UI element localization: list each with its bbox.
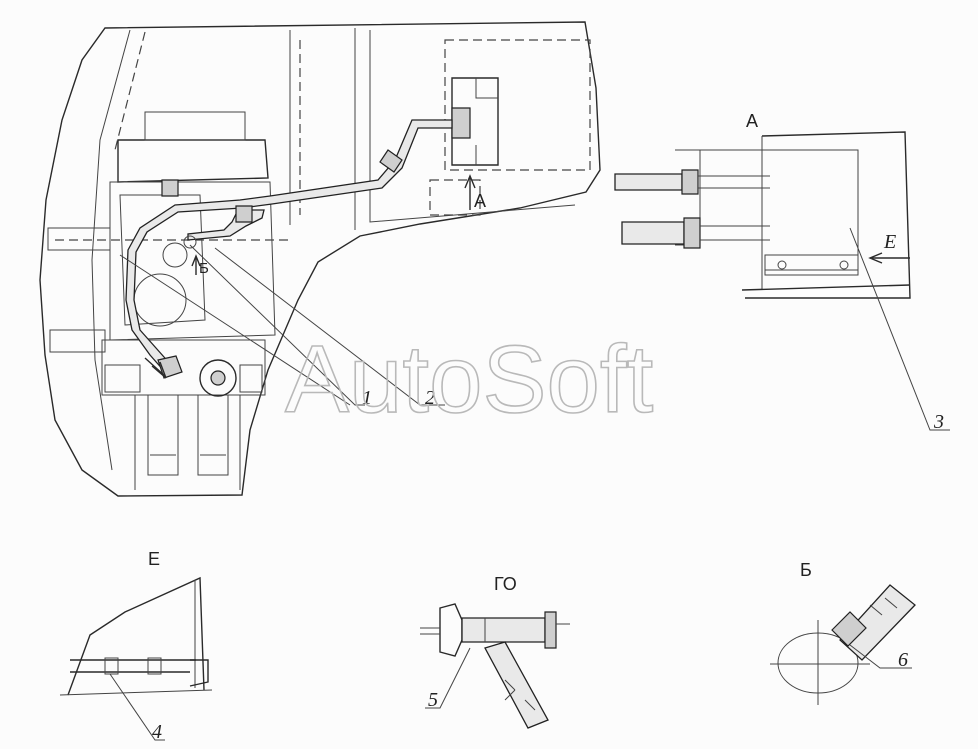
view-go-title: ГО [494,574,517,594]
view-e [59,576,213,741]
view-b-arrow-label: Б [199,260,209,277]
view-go [420,603,570,729]
view-b-title: Б [800,560,812,580]
callout-1: 1 [362,387,372,409]
callout-3: 3 [933,411,944,433]
callout-2: 2 [425,387,435,409]
main-view [39,21,601,497]
callout-4: 4 [152,721,162,743]
callout-6: 6 [898,649,908,671]
view-e-arrow-label: E [883,231,896,253]
callout-5: 5 [428,689,438,711]
view-a [614,131,950,431]
view-b [770,584,916,705]
view-a-title: A [746,111,758,131]
watermark: AutoSoft [285,326,653,433]
view-e-title: E [148,549,160,569]
view-a-arrow-label: A [474,191,486,211]
